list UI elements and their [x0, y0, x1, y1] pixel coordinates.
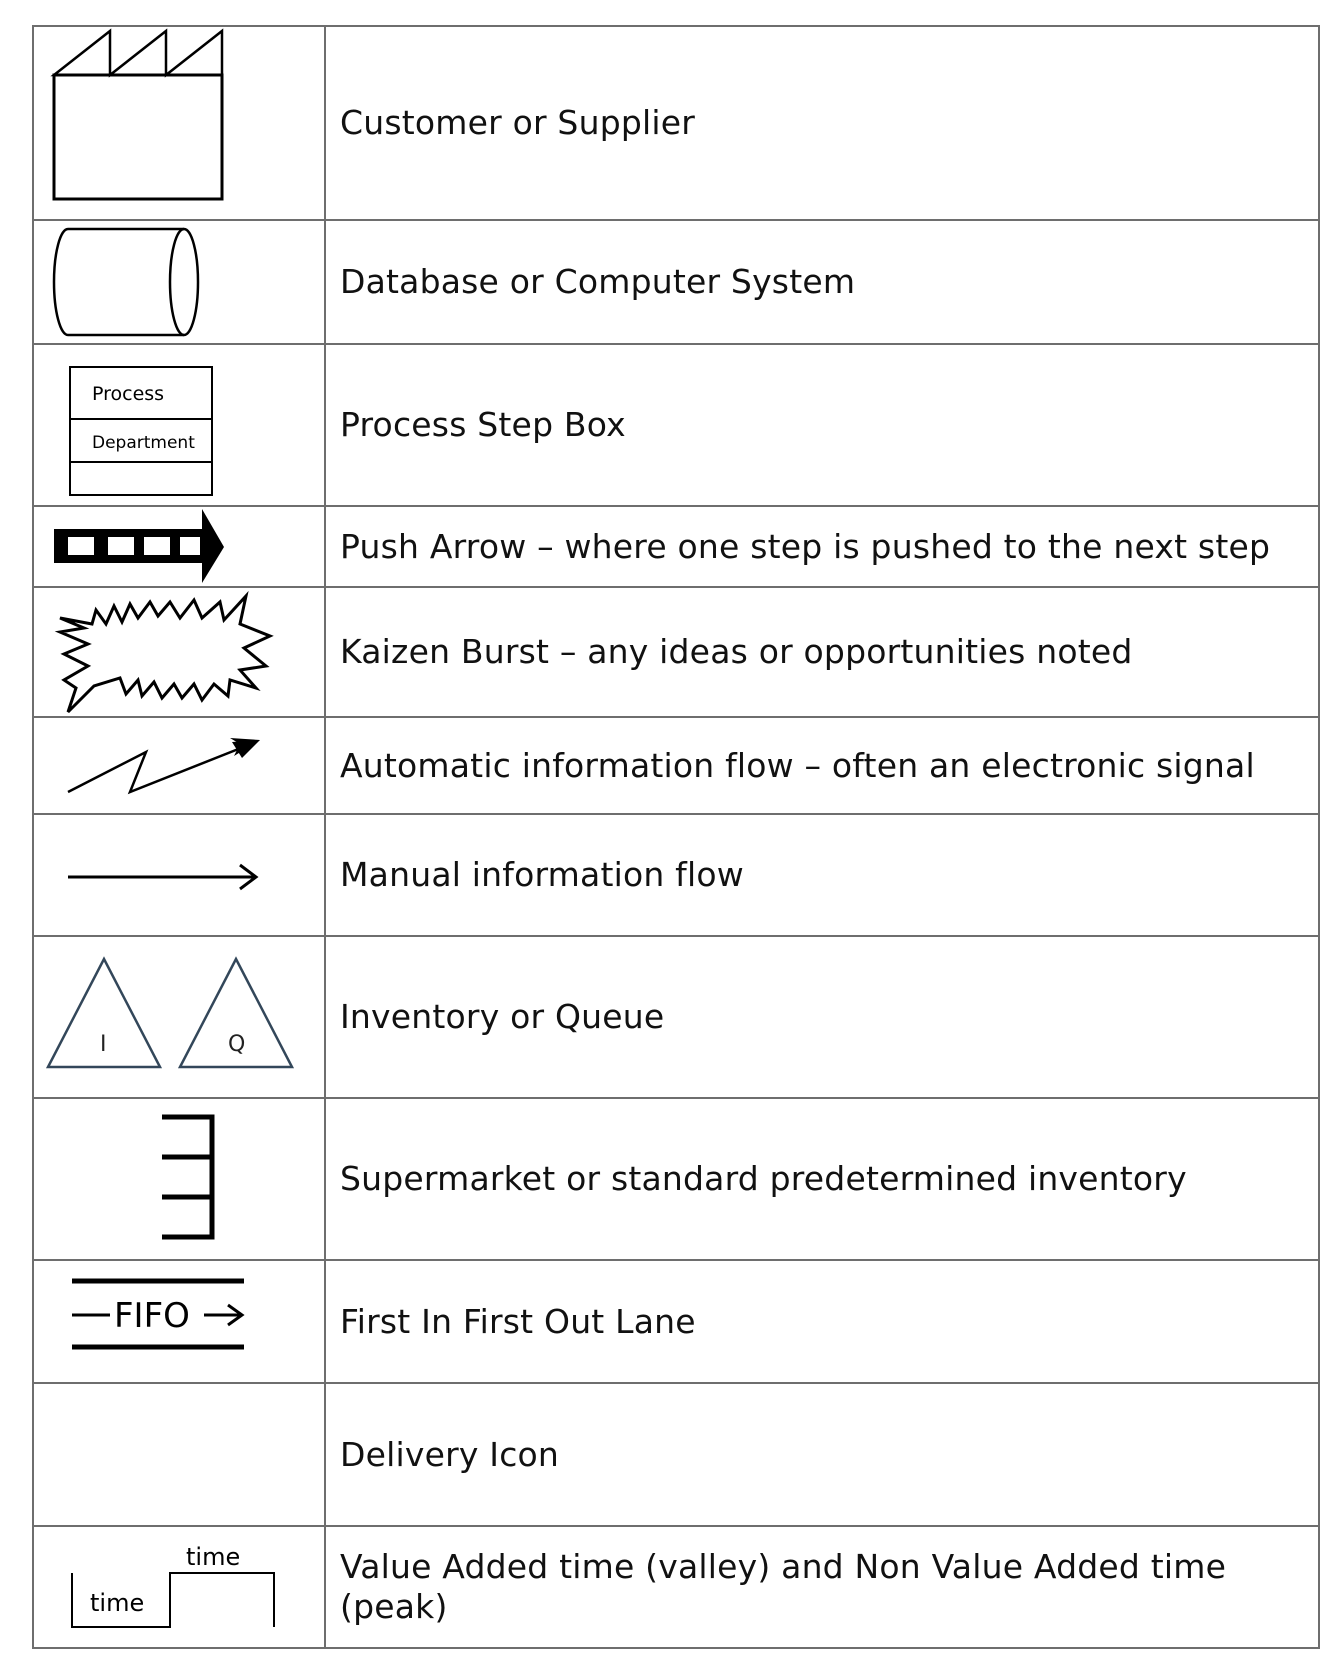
- table-row: Manual information flow: [32, 813, 1320, 937]
- symbol-cell-empty: [32, 1382, 326, 1527]
- database-cylinder-icon: [52, 227, 200, 337]
- factory-icon: [50, 28, 224, 201]
- row-description: Customer or Supplier: [324, 25, 1320, 221]
- row-description: Supermarket or standard predetermined in…: [324, 1097, 1320, 1261]
- table-row: Database or Computer System: [32, 219, 1320, 345]
- process-box-icon: Process Department: [69, 366, 213, 496]
- row-description: Push Arrow – where one step is pushed to…: [324, 505, 1320, 588]
- table-row: Push Arrow – where one step is pushed to…: [32, 505, 1320, 588]
- push-arrow-icon: [54, 509, 224, 583]
- process-label: Process: [92, 383, 164, 405]
- row-description: Manual information flow: [324, 813, 1320, 937]
- table-row: Process Department Process Step Box: [32, 343, 1320, 507]
- nva-time-label: time: [186, 1543, 240, 1571]
- queue-label: Q: [228, 1032, 245, 1057]
- table-row: I Q Inventory or Queue: [32, 935, 1320, 1099]
- table-row: FIFO First In First Out Lane: [32, 1259, 1320, 1384]
- department-label: Department: [92, 433, 195, 453]
- row-description: Kaizen Burst – any ideas or opportunitie…: [324, 586, 1320, 718]
- symbol-cell: [32, 586, 326, 718]
- symbol-cell: [32, 219, 326, 345]
- symbol-cell: [32, 1097, 326, 1261]
- symbol-cell: [32, 25, 326, 221]
- table-row: Delivery Icon: [32, 1382, 1320, 1527]
- triangle-icon: I Q: [45, 956, 295, 1069]
- fifo-lane-icon: FIFO: [72, 1278, 245, 1350]
- symbol-cell: FIFO: [32, 1259, 326, 1384]
- table-row: time time Value Added time (valley) and …: [32, 1525, 1320, 1649]
- symbol-cell: I Q: [32, 935, 326, 1099]
- symbol-cell: [32, 505, 326, 588]
- row-description: Inventory or Queue: [324, 935, 1320, 1099]
- table-row: Customer or Supplier: [32, 25, 1320, 221]
- row-description: Database or Computer System: [324, 219, 1320, 345]
- timeline-icon: time time: [71, 1543, 275, 1628]
- inventory-label: I: [100, 1032, 107, 1057]
- row-description: Delivery Icon: [324, 1382, 1320, 1527]
- row-description: Process Step Box: [324, 343, 1320, 507]
- row-description: Value Added time (valley) and Non Value …: [324, 1525, 1320, 1649]
- symbol-cell: [32, 813, 326, 937]
- table-row: Kaizen Burst – any ideas or opportunitie…: [32, 586, 1320, 718]
- row-description: First In First Out Lane: [324, 1259, 1320, 1384]
- straight-arrow-icon: [68, 863, 259, 891]
- symbol-cell: [32, 716, 326, 815]
- symbol-cell: Process Department: [32, 343, 326, 507]
- lightning-arrow-icon: [67, 738, 260, 795]
- va-time-label: time: [90, 1589, 144, 1617]
- table-row: Supermarket or standard predetermined in…: [32, 1097, 1320, 1261]
- table-row: Automatic information flow – often an el…: [32, 716, 1320, 815]
- symbol-legend-table: Customer or Supplier Database or Compute…: [32, 25, 1320, 1649]
- kaizen-burst-icon: [54, 590, 274, 714]
- supermarket-icon: [162, 1114, 215, 1240]
- row-description: Automatic information flow – often an el…: [324, 716, 1320, 815]
- fifo-label: FIFO: [114, 1296, 190, 1336]
- symbol-cell: time time: [32, 1525, 326, 1649]
